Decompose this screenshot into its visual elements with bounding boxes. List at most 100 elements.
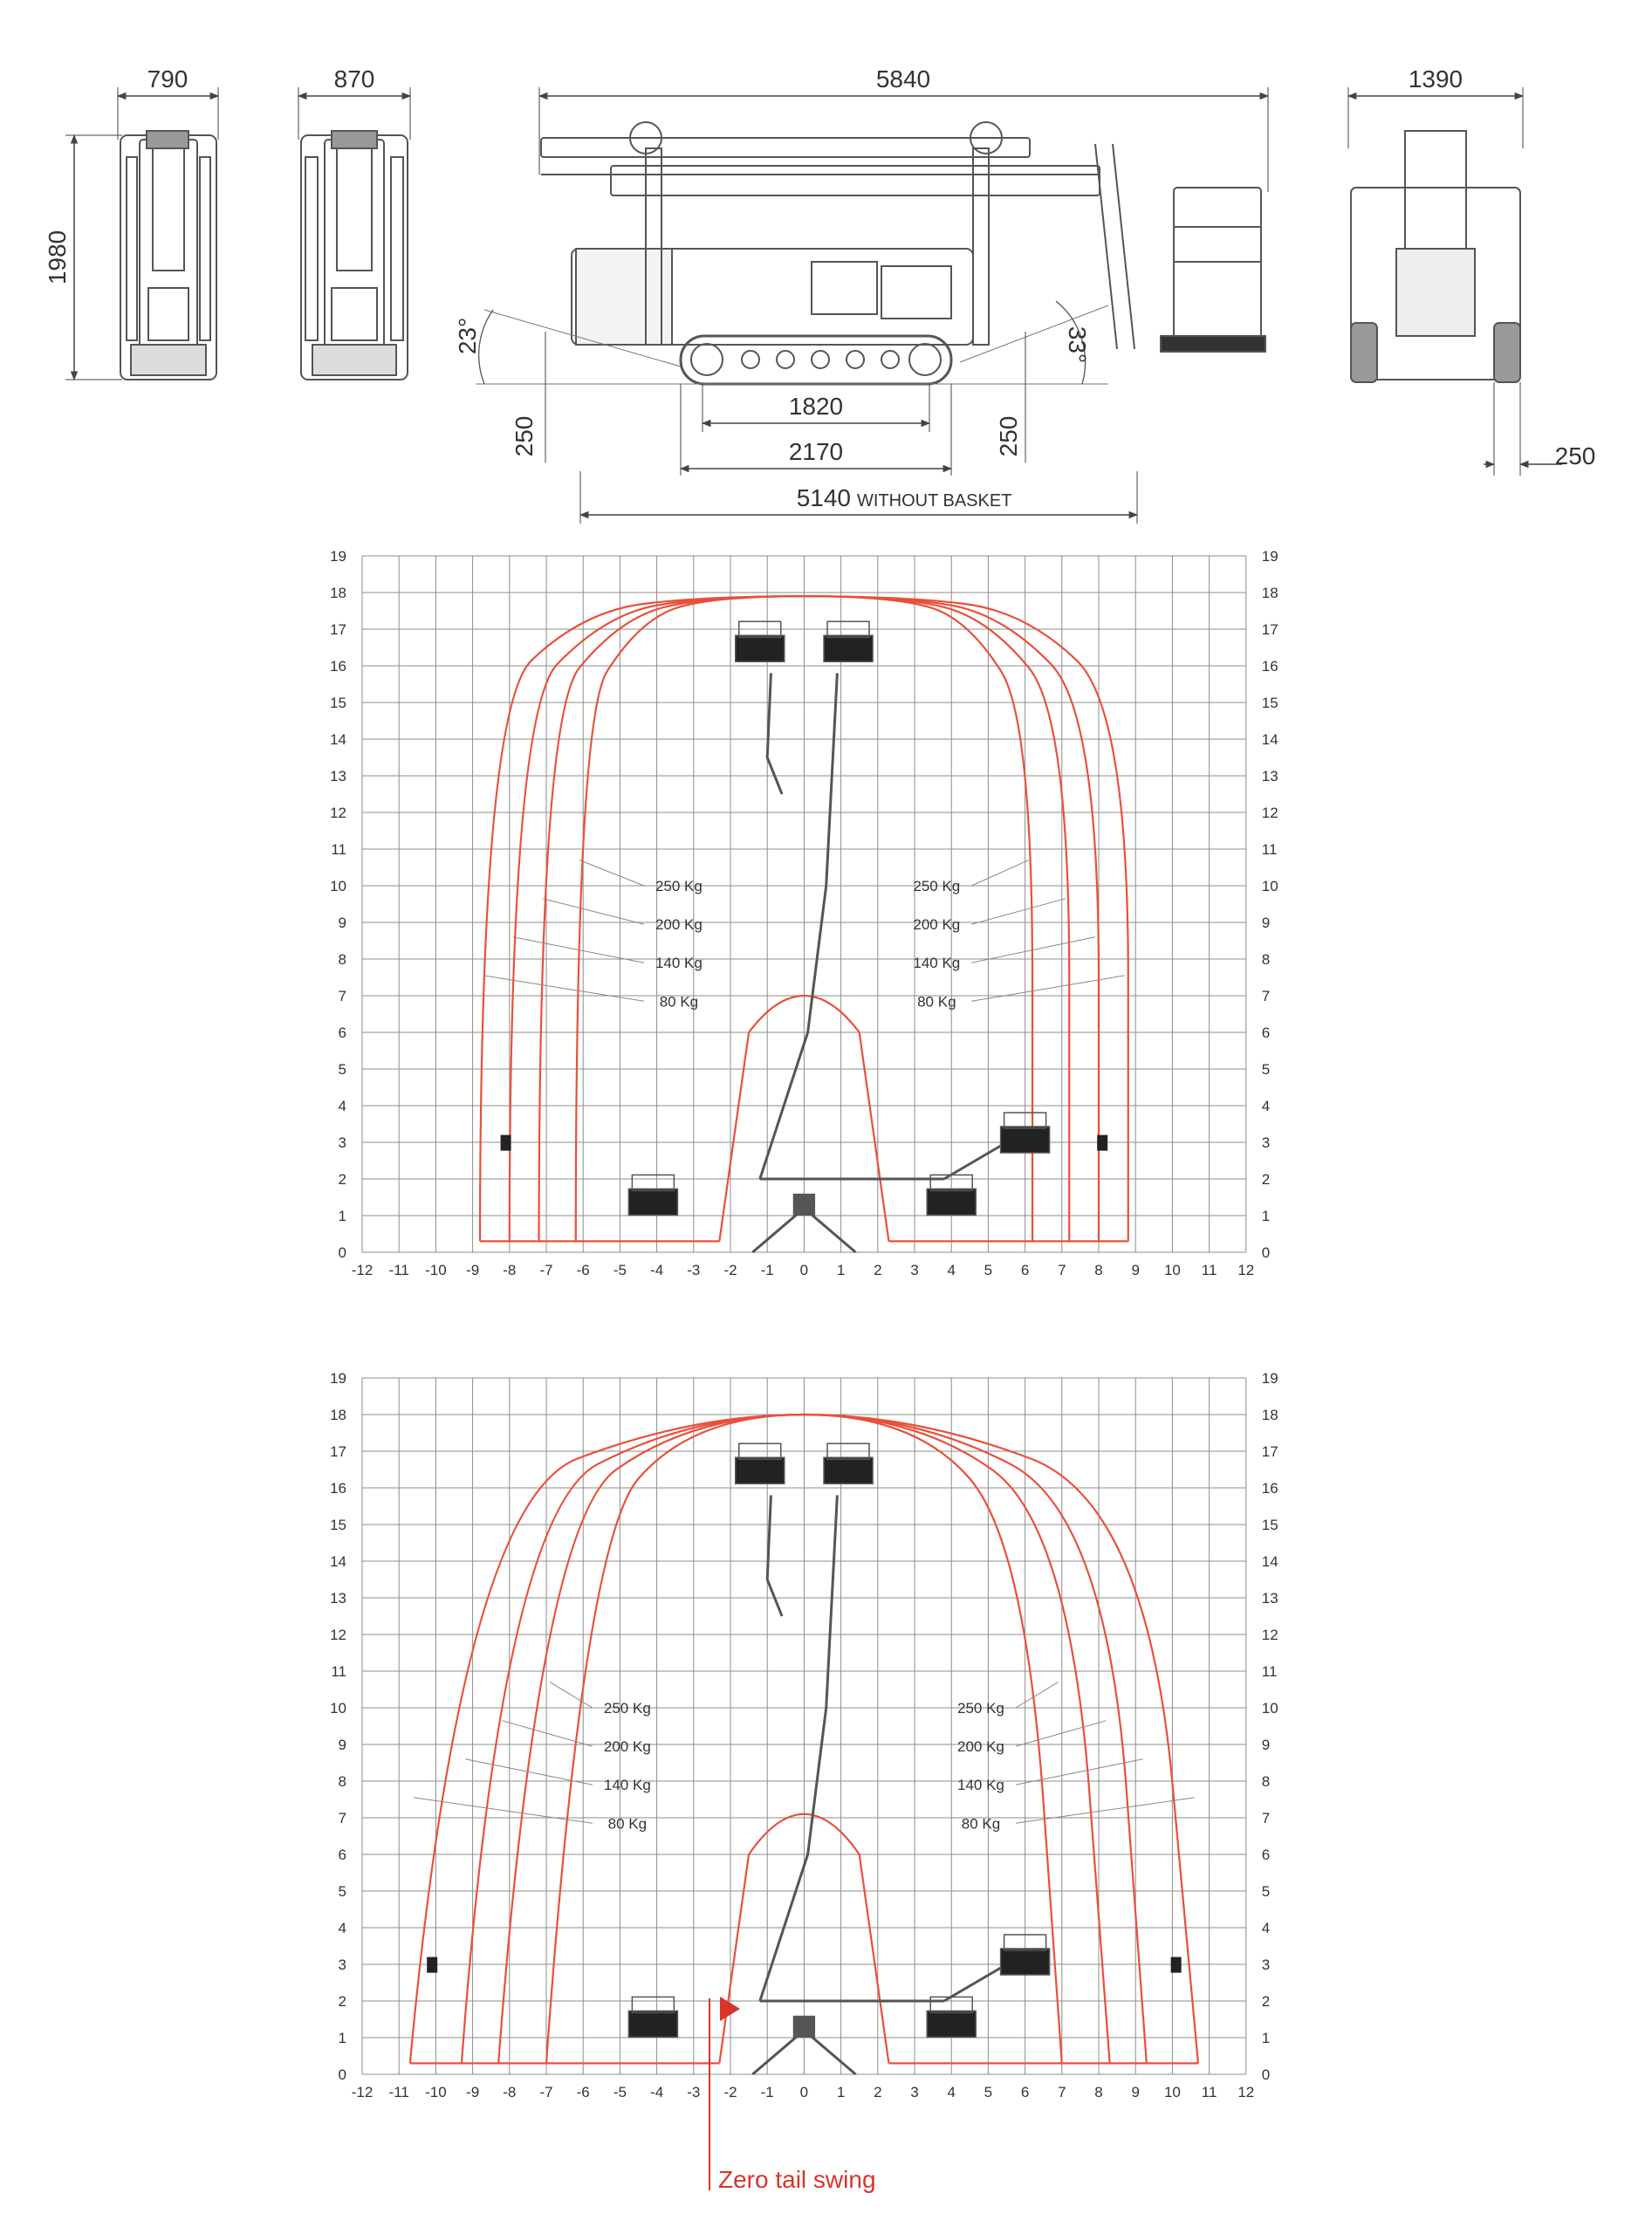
x-tick-label: 8: [1094, 1262, 1102, 1278]
y-tick-label: 10: [330, 878, 346, 894]
basket-rail: [631, 1174, 675, 1192]
y-tick-label: 11: [1262, 1663, 1278, 1680]
inner-limit-curve: [718, 994, 890, 1242]
x-tick-label: -2: [723, 2084, 737, 2100]
x-tick-label: -8: [503, 1262, 516, 1278]
load-label-left: 200 Kg: [604, 1738, 651, 1755]
y-tick-label: 1: [1262, 2030, 1270, 2046]
basket-shape: [823, 634, 874, 662]
x-tick-label: 10: [1164, 1262, 1181, 1278]
x-tick-label: 0: [800, 1262, 808, 1278]
x-tick-label: -9: [466, 2084, 479, 2100]
envelope-curve: [408, 1413, 1200, 2064]
zero-tail-swing-marker: Zero tail swing: [709, 1997, 876, 2193]
y-tick-label: 14: [330, 731, 346, 748]
dim-total-length: 5840: [876, 65, 930, 93]
y-tick-label: 15: [1262, 1517, 1278, 1533]
x-tick-label: 2: [874, 2084, 881, 2100]
dim-ground-clearance: 250: [1555, 442, 1596, 469]
y-tick-label: 12: [330, 805, 346, 821]
y-tick-label: 5: [1262, 1061, 1270, 1078]
dim-height: 1980: [44, 230, 71, 284]
y-tick-label: 9: [339, 915, 346, 931]
x-tick-label: 4: [947, 1262, 955, 1278]
dim-rear-width: 870: [334, 65, 375, 93]
y-tick-label: 19: [1262, 1370, 1278, 1387]
load-leader-line: [1015, 1720, 1107, 1747]
basket-rail: [631, 1996, 675, 2014]
y-tick-label: 10: [1262, 878, 1278, 894]
dim-track-overall: 2170: [789, 438, 843, 465]
y-tick-label: 5: [1262, 1883, 1270, 1900]
x-tick-label: -4: [650, 1262, 663, 1278]
dim-clearance-right: 250: [995, 416, 1022, 457]
jib-left: [765, 673, 784, 795]
y-tick-label: 2: [339, 1993, 346, 2010]
machine-silhouettes: [500, 620, 1108, 1254]
y-tick-label: 19: [330, 548, 346, 565]
x-tick-label: 5: [984, 2084, 992, 2100]
basket-edge-right: [1097, 1134, 1108, 1151]
basket-edge-right: [1170, 1956, 1182, 1973]
y-tick-label: 3: [1262, 1134, 1270, 1151]
x-tick-label: -7: [539, 2084, 552, 2100]
dimension-labels: 790 870 5840 1390 1980 23° 33° 1820 2170…: [44, 65, 1595, 511]
y-tick-label: 7: [339, 988, 346, 1004]
basket-rail: [1003, 1112, 1047, 1129]
basket-shape: [926, 1188, 977, 1216]
y-tick-label: 19: [1262, 548, 1278, 565]
dim-front-width: 790: [147, 65, 189, 93]
basket-shape: [999, 1126, 1051, 1154]
y-tick-label: 3: [1262, 1956, 1270, 1973]
load-label-left: 80 Kg: [608, 1815, 647, 1832]
x-tick-label: -5: [614, 2084, 627, 2100]
y-tick-label: 4: [1262, 1920, 1270, 1936]
basket-shape: [627, 2010, 679, 2039]
y-tick-label: 5: [339, 1883, 346, 1900]
y-tick-label: 14: [330, 1553, 346, 1570]
y-tick-label: 3: [339, 1134, 346, 1151]
x-tick-label: 2: [874, 1262, 881, 1278]
turret: [792, 1193, 816, 1216]
load-leader-line: [549, 1682, 593, 1709]
load-label-left: 250 Kg: [655, 878, 703, 894]
load-label-right: 200 Kg: [913, 916, 960, 933]
load-leader-line: [971, 860, 1030, 887]
x-tick-label: -10: [425, 2084, 447, 2100]
x-tick-label: 9: [1131, 1262, 1139, 1278]
basket-shape: [735, 634, 785, 662]
y-tick-label: 16: [1262, 658, 1278, 675]
y-tick-label: 14: [1262, 1553, 1278, 1570]
x-tick-label: 3: [910, 2084, 918, 2100]
x-tick-label: -4: [650, 2084, 663, 2100]
envelope-curves: [408, 1413, 1200, 2065]
basket-shape: [735, 1456, 785, 1484]
y-tick-label: 17: [1262, 621, 1278, 638]
x-tick-label: 11: [1202, 2084, 1217, 2100]
x-tick-label: -3: [687, 1262, 700, 1278]
load-label-left: 200 Kg: [655, 916, 703, 933]
y-tick-label: 11: [1262, 841, 1278, 858]
y-tick-label: 8: [339, 951, 346, 968]
inner-limit-curve: [718, 1813, 890, 2064]
y-tick-label: 0: [339, 2066, 346, 2083]
envelope-curves: [478, 595, 1129, 1243]
machine-views: [65, 87, 1562, 524]
y-tick-label: 0: [1262, 1244, 1270, 1261]
main-boom: [758, 1495, 839, 2002]
y-tick-label: 17: [330, 621, 346, 638]
basket-shape: [823, 1456, 874, 1484]
basket-rail: [826, 1443, 870, 1460]
side-view: [476, 87, 1270, 524]
y-tick-label: 4: [339, 1098, 346, 1114]
y-tick-label: 8: [1262, 951, 1270, 968]
x-tick-label: 5: [984, 1262, 992, 1278]
basket-shape: [627, 1188, 679, 1216]
dim-length-no-basket-note: WITHOUT BASKET: [857, 491, 1011, 511]
y-tick-label: 18: [330, 585, 346, 601]
y-tick-label: 13: [330, 768, 346, 785]
